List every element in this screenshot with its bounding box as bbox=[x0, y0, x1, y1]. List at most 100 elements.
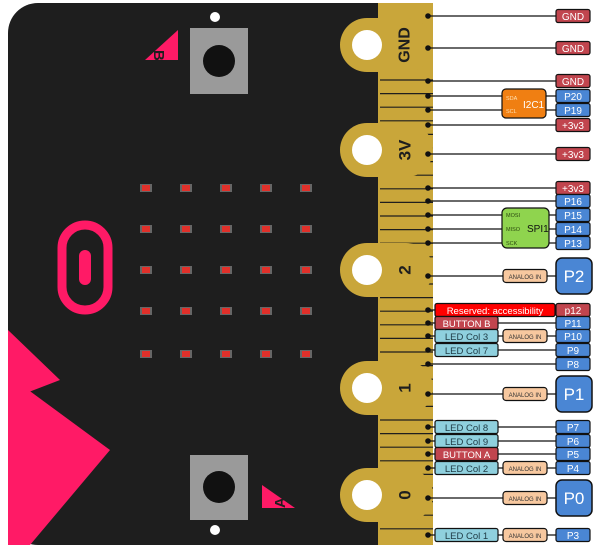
pin-dot bbox=[425, 198, 431, 204]
pin-dot bbox=[425, 465, 431, 471]
i2c-group: SDA SCL I2C1 bbox=[501, 88, 547, 119]
spi-miso-label: MISO bbox=[506, 227, 521, 233]
analog-in-label: ANALOG IN bbox=[509, 467, 542, 473]
pin-badge[interactable] bbox=[555, 356, 591, 372]
analog-in-badge bbox=[502, 328, 548, 344]
spi-label: SPI1 bbox=[527, 224, 549, 235]
pin-badge[interactable] bbox=[555, 446, 591, 462]
pad-1[interactable]: 1 bbox=[340, 361, 433, 415]
pin-badge[interactable] bbox=[555, 102, 591, 118]
button-b-label: B bbox=[150, 50, 167, 61]
pin-badge[interactable] bbox=[555, 40, 591, 56]
pin-badge[interactable] bbox=[555, 419, 591, 435]
pin-label: P0 bbox=[564, 489, 585, 508]
pin-dot bbox=[425, 424, 431, 430]
mount-hole-top bbox=[210, 12, 220, 22]
pin-badge[interactable] bbox=[555, 8, 591, 24]
touch-logo[interactable] bbox=[57, 220, 113, 315]
pin-dot bbox=[425, 107, 431, 113]
pin-function-badge bbox=[434, 446, 499, 462]
pad-label: 2 bbox=[396, 265, 415, 274]
pin-function-label: LED Col 3 bbox=[445, 332, 488, 343]
corner-decoration-2 bbox=[8, 375, 110, 545]
pin-badge[interactable] bbox=[555, 88, 591, 104]
pin-badge[interactable] bbox=[555, 193, 591, 209]
spi-sck-label: SCK bbox=[506, 241, 518, 247]
pin-label: +3v3 bbox=[562, 150, 584, 161]
pin-dot bbox=[425, 391, 431, 397]
pin-badge[interactable] bbox=[555, 257, 593, 295]
pin-row-GND: GND bbox=[425, 8, 591, 24]
pin-badge[interactable] bbox=[555, 375, 593, 413]
pin-badge[interactable] bbox=[555, 328, 591, 344]
pin-badge[interactable] bbox=[555, 146, 591, 162]
i2c-label: I2C1 bbox=[523, 100, 545, 111]
pin-dot bbox=[425, 495, 431, 501]
pin-label: P10 bbox=[564, 332, 582, 343]
pin-label: P19 bbox=[564, 106, 582, 117]
pin-label: GND bbox=[562, 44, 584, 55]
pin-badge[interactable] bbox=[555, 479, 593, 517]
pin-badge[interactable] bbox=[555, 117, 591, 133]
pin-row-+3v3: +3v3 bbox=[425, 117, 591, 133]
pin-label: P4 bbox=[567, 464, 580, 475]
pin-badge[interactable] bbox=[555, 460, 591, 476]
pin-dot bbox=[425, 532, 431, 538]
pin-dot bbox=[425, 240, 431, 246]
pad-0[interactable]: 0 bbox=[340, 468, 433, 522]
pin-label: P14 bbox=[564, 225, 582, 236]
pin-label: P1 bbox=[564, 385, 585, 404]
pin-function-badge bbox=[434, 419, 499, 435]
button-b[interactable] bbox=[190, 28, 248, 94]
analog-in-label: ANALOG IN bbox=[509, 335, 542, 341]
pin-dot bbox=[425, 78, 431, 84]
pin-function-label: Reserved: accessibility bbox=[447, 306, 544, 317]
pin-badge[interactable] bbox=[555, 207, 591, 223]
pin-badge[interactable] bbox=[555, 342, 591, 358]
pin-label: P15 bbox=[564, 211, 582, 222]
led-matrix bbox=[140, 184, 312, 358]
pin-label: P16 bbox=[564, 197, 582, 208]
pad-GND[interactable]: GND bbox=[340, 18, 433, 72]
pad-label: 1 bbox=[396, 383, 415, 392]
button-a-marker bbox=[262, 485, 295, 508]
pad-3V[interactable]: 3V bbox=[340, 123, 433, 177]
pin-dot bbox=[425, 13, 431, 19]
pin-row-P20: P20 bbox=[425, 88, 591, 104]
edge-pads: GND 3V 2 1 0 bbox=[340, 18, 433, 522]
pin-label: P9 bbox=[567, 346, 580, 357]
pin-dot bbox=[425, 185, 431, 191]
pin-badge[interactable] bbox=[555, 221, 591, 237]
pin-badge[interactable] bbox=[555, 527, 591, 543]
button-a[interactable] bbox=[190, 455, 248, 520]
pin-badge[interactable] bbox=[555, 73, 591, 89]
analog-in-badge bbox=[502, 490, 548, 506]
analog-in-label: ANALOG IN bbox=[509, 497, 542, 503]
pad-label: 0 bbox=[396, 490, 415, 499]
pin-function-badge bbox=[434, 527, 499, 543]
pin-label: P6 bbox=[567, 437, 580, 448]
i2c-scl-label: SCL bbox=[506, 109, 517, 115]
pin-row-P13: P13 bbox=[425, 235, 591, 251]
pin-row-+3v3: +3v3 bbox=[425, 180, 591, 196]
pin-labels: GNDGNDGNDP20P19+3v3+3v3+3v3P16P15P14P13P… bbox=[425, 8, 593, 543]
pad-2[interactable]: 2 bbox=[340, 243, 433, 297]
pin-badge[interactable] bbox=[555, 235, 591, 251]
pin-dot bbox=[425, 307, 431, 313]
pin-dot bbox=[425, 226, 431, 232]
pin-dot bbox=[425, 438, 431, 444]
analog-in-badge bbox=[502, 268, 548, 284]
pin-label: P7 bbox=[567, 423, 580, 434]
analog-in-badge bbox=[502, 460, 548, 476]
pin-dot bbox=[425, 212, 431, 218]
pin-function-label: LED Col 2 bbox=[445, 464, 488, 475]
pin-dot bbox=[425, 45, 431, 51]
pad-label: GND bbox=[397, 27, 414, 63]
pin-dot bbox=[425, 93, 431, 99]
